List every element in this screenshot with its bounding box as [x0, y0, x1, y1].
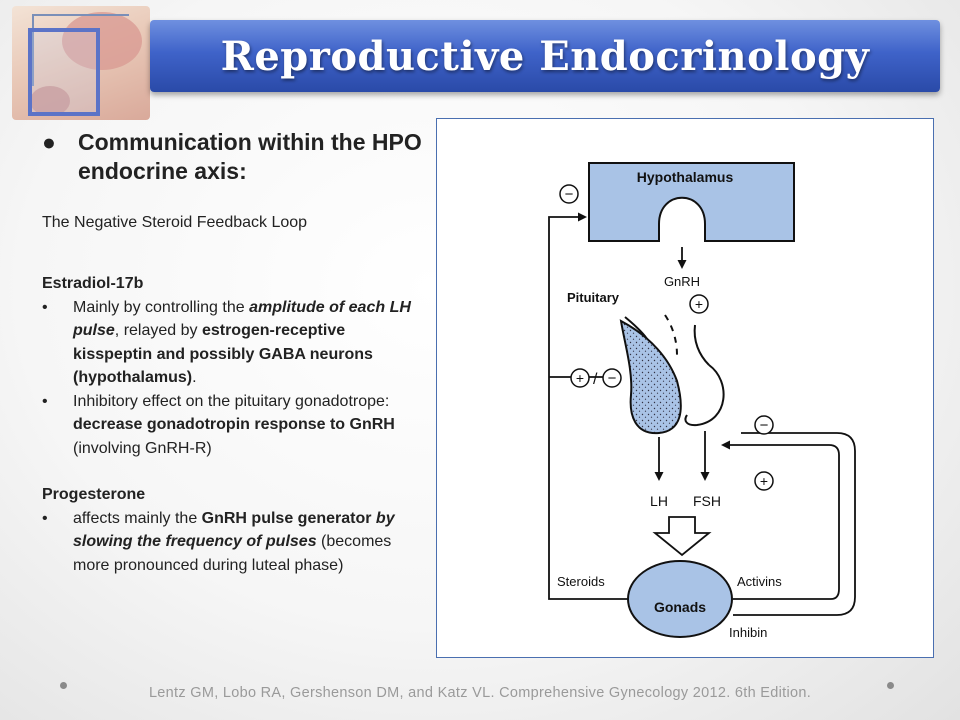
estradiol-bullet-2: • Inhibitory effect on the pituitary gona… [42, 390, 427, 461]
activins-inhibin-loop [721, 440, 840, 600]
pituitary-minus-circle [602, 368, 622, 388]
text-run: (becomes more pronounced during luteal p… [73, 533, 392, 574]
text-run: Mainly by controlling the [73, 298, 250, 316]
pituitary-stalk-right [693, 324, 710, 366]
footer-dot-right [887, 682, 894, 689]
hpo-axis-diagram: Hypothalamus GnRH + Pituitary LH FSH Gon… [436, 118, 934, 658]
pituitary-plus-circle [570, 368, 590, 388]
pituitary-label: Pituitary [567, 290, 620, 305]
brain-illustration [62, 12, 142, 70]
text-run: Inhibitory effect on the pituitary gonad… [73, 392, 390, 410]
hypothalamus-box [588, 162, 795, 242]
footer-dot-left [60, 682, 67, 689]
gnrh-plus-circle [689, 294, 709, 314]
hpo-diagram-svg: Hypothalamus GnRH + Pituitary LH FSH Gon… [548, 162, 856, 640]
heading-bullet: ● [42, 129, 56, 155]
text-run: . [192, 369, 197, 386]
inhibin-label: Inhibin [729, 625, 767, 640]
hypothalamus-minus-sign: − [565, 186, 574, 203]
bullet-marker: • [42, 509, 48, 527]
section-heading: ● Communication within the HPO endocrine… [42, 128, 422, 186]
hypothalamus-label: Hypothalamus [637, 169, 734, 185]
steroid-feedback-line [548, 212, 628, 600]
right-minus-sign: − [760, 417, 769, 434]
citation: Lentz GM, Lobo RA, Gershenson DM, and Ka… [148, 685, 812, 701]
bold-text: estrogen-receptive kisspeptin and possib… [73, 322, 373, 386]
pituitary-illustration [30, 86, 70, 116]
pituitary-slash: / [593, 371, 598, 388]
hypothalamus-minus-circle [559, 184, 579, 204]
pituitary-stalk-dashed [664, 314, 678, 356]
slide-title: Reproductive Endocrinology [220, 32, 870, 80]
bold-text: decrease gonadotropin response to GnRH [73, 416, 395, 433]
pituitary-plus-sign: + [576, 370, 584, 386]
subtitle: The Negative Steroid Feedback Loop [42, 214, 308, 231]
right-plus-sign: + [760, 473, 768, 489]
activins-label: Activins [737, 574, 782, 589]
gnrh-plus-sign: + [695, 296, 703, 312]
text-run: , relayed by [114, 322, 202, 339]
emphasis-text: amplitude of each LH pulse [73, 298, 411, 340]
emphasis-text: by slowing the frequency of pulses [73, 509, 395, 551]
heading-text: Communication within the HPO endocrine a… [78, 129, 422, 184]
estradiol-title: Estradiol-17b [42, 275, 144, 292]
bullet-marker: • [42, 392, 48, 410]
logo-highlight-frame [28, 28, 100, 116]
title-bar: Reproductive Endocrinology [150, 20, 940, 92]
estradiol-bullet-1: • Mainly by controlling the amplitude of … [42, 296, 427, 390]
posterior-pituitary [684, 364, 725, 427]
hollow-arrow-to-gonads [652, 516, 712, 557]
right-plus-circle [754, 471, 774, 491]
progesterone-bullet-1: • affects mainly the GnRH pulse generator… [42, 507, 427, 578]
brain-anatomy-logo [12, 6, 150, 120]
bullet-marker: • [42, 298, 48, 316]
pituitary-minus-sign: − [608, 370, 617, 387]
logo-connector-lines [32, 14, 129, 86]
fsh-label: FSH [693, 493, 721, 509]
progesterone-title: Progesterone [42, 486, 146, 503]
text-run: (involving GnRH-R) [73, 439, 212, 457]
text-run: affects mainly the [73, 509, 202, 527]
body-text: Estradiol-17b • Mainly by controlling the… [42, 272, 427, 577]
right-minus-circle [754, 415, 774, 435]
inhibin-outer-line [733, 432, 856, 616]
gonads-label: Gonads [654, 599, 706, 615]
anterior-pituitary [619, 319, 682, 435]
steroids-label: Steroids [557, 574, 605, 589]
bold-text: GnRH pulse generator [201, 509, 372, 527]
gnrh-label: GnRH [664, 274, 700, 289]
lh-label: LH [650, 493, 668, 509]
